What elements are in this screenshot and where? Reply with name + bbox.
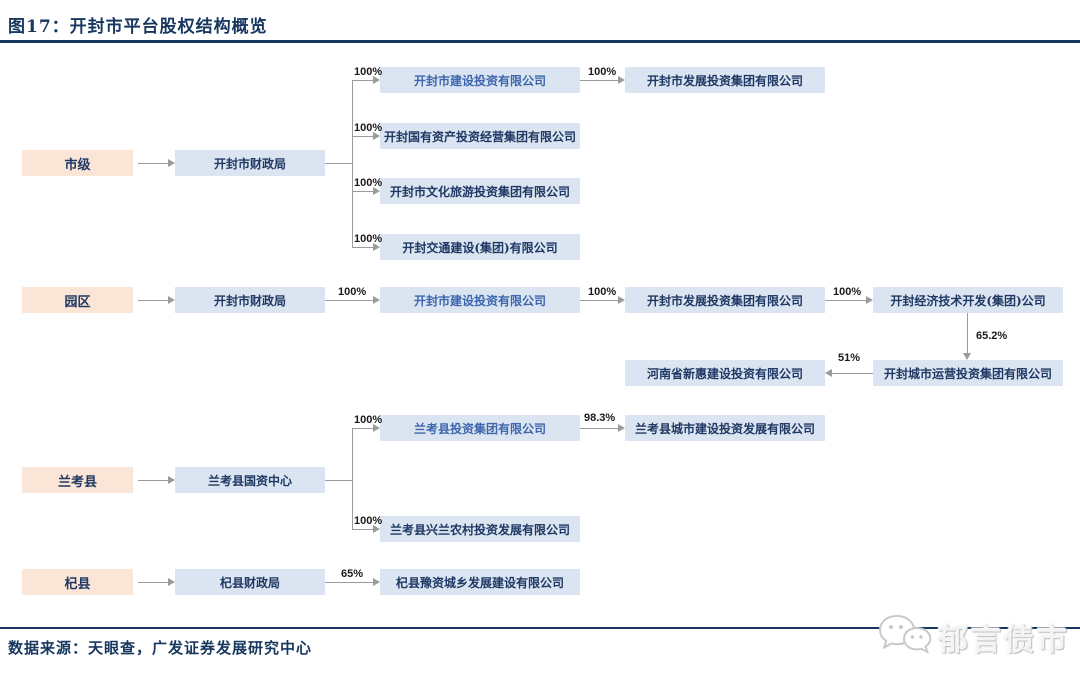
org-blue-box: 开封市建设投资有限公司 bbox=[380, 287, 580, 313]
arrowhead-right bbox=[168, 578, 175, 586]
org-box: 开封国有资产投资经营集团有限公司 bbox=[380, 123, 580, 149]
arrowhead-right bbox=[373, 525, 380, 533]
arrowhead-right bbox=[373, 132, 380, 140]
org-box: 杞县豫资城乡发展建设有限公司 bbox=[380, 569, 580, 595]
level-box: 园区 bbox=[22, 287, 133, 313]
wechat-bubbles-icon bbox=[876, 611, 934, 664]
arrowhead-right bbox=[618, 424, 625, 432]
edge-label: 51% bbox=[838, 352, 861, 364]
connector-line bbox=[580, 428, 618, 429]
edge-label: 100% bbox=[354, 66, 383, 78]
connector-line bbox=[352, 247, 373, 248]
connector-line bbox=[138, 300, 169, 301]
connector-line bbox=[967, 313, 968, 353]
org-box: 开封市发展投资集团有限公司 bbox=[625, 67, 825, 93]
connector-line bbox=[325, 480, 353, 481]
connector-line bbox=[138, 582, 169, 583]
org-box: 开封经济技术开发(集团)公司 bbox=[873, 287, 1063, 313]
level-box: 杞县 bbox=[22, 569, 133, 595]
org-box: 兰考县城市建设投资发展有限公司 bbox=[625, 415, 825, 441]
arrowhead-right bbox=[373, 424, 380, 432]
arrowhead-right bbox=[373, 243, 380, 251]
diagram-canvas: 市级园区兰考县杞县开封市财政局开封市建设投资有限公司开封市发展投资集团有限公司开… bbox=[0, 44, 1080, 624]
org-box: 兰考县兴兰农村投资发展有限公司 bbox=[380, 516, 580, 542]
data-source-note: 数据来源：天眼查，广发证券发展研究中心 bbox=[8, 639, 313, 657]
org-box: 开封市文化旅游投资集团有限公司 bbox=[380, 178, 580, 204]
org-blue-box: 兰考县投资集团有限公司 bbox=[380, 415, 580, 441]
arrowhead-right bbox=[373, 76, 380, 84]
watermark-text: 郁言债市 bbox=[938, 623, 1070, 658]
connector-line bbox=[325, 582, 373, 583]
edge-label: 100% bbox=[338, 286, 367, 298]
arrowhead-right bbox=[168, 476, 175, 484]
arrowhead-right bbox=[373, 578, 380, 586]
watermark: 郁言债市 bbox=[876, 612, 1070, 662]
connector-line bbox=[580, 300, 618, 301]
org-box: 兰考县国资中心 bbox=[175, 467, 325, 493]
edge-label: 98.3% bbox=[584, 412, 616, 424]
edge-label: 100% bbox=[588, 66, 617, 78]
level-box: 市级 bbox=[22, 150, 133, 176]
figure-title: 图17：开封市平台股权结构概览 bbox=[8, 17, 268, 37]
arrowhead-right bbox=[373, 296, 380, 304]
edge-label: 65% bbox=[341, 568, 364, 580]
level-box: 兰考县 bbox=[22, 467, 133, 493]
connector-line bbox=[580, 80, 618, 81]
connector-line bbox=[352, 529, 373, 530]
connector-line bbox=[325, 163, 353, 164]
top-rule bbox=[0, 40, 1080, 43]
edge-label: 100% bbox=[833, 286, 862, 298]
edge-label: 100% bbox=[354, 122, 383, 134]
connector-line bbox=[352, 136, 373, 137]
connector-line bbox=[325, 300, 373, 301]
arrowhead-right bbox=[618, 76, 625, 84]
connector-line bbox=[352, 191, 373, 192]
arrowhead-right bbox=[168, 159, 175, 167]
org-box: 开封交通建设(集团)有限公司 bbox=[380, 234, 580, 260]
org-box: 开封市财政局 bbox=[175, 150, 325, 176]
edge-label: 100% bbox=[354, 233, 383, 245]
connector-line bbox=[352, 428, 373, 429]
org-box: 杞县财政局 bbox=[175, 569, 325, 595]
edge-label: 65.2% bbox=[976, 330, 1008, 342]
arrowhead-down bbox=[963, 353, 971, 360]
connector-line bbox=[832, 373, 873, 374]
edge-label: 100% bbox=[588, 286, 617, 298]
connector-line bbox=[352, 80, 373, 81]
org-box: 河南省新惠建设投资有限公司 bbox=[625, 360, 825, 386]
connector-line bbox=[138, 480, 169, 481]
arrowhead-right bbox=[618, 296, 625, 304]
bottom-rule bbox=[0, 627, 1080, 629]
connector-line bbox=[352, 80, 353, 247]
org-box: 开封市财政局 bbox=[175, 287, 325, 313]
org-blue-box: 开封市建设投资有限公司 bbox=[380, 67, 580, 93]
arrowhead-right bbox=[866, 296, 873, 304]
edge-label: 100% bbox=[354, 414, 383, 426]
arrowhead-left bbox=[825, 369, 832, 377]
org-box: 开封市发展投资集团有限公司 bbox=[625, 287, 825, 313]
edge-label: 100% bbox=[354, 515, 383, 527]
arrowhead-right bbox=[373, 187, 380, 195]
connector-line bbox=[825, 300, 866, 301]
edge-label: 100% bbox=[354, 177, 383, 189]
org-box: 开封城市运营投资集团有限公司 bbox=[873, 360, 1063, 386]
arrowhead-right bbox=[168, 296, 175, 304]
connector-line bbox=[352, 428, 353, 529]
connector-line bbox=[138, 163, 169, 164]
